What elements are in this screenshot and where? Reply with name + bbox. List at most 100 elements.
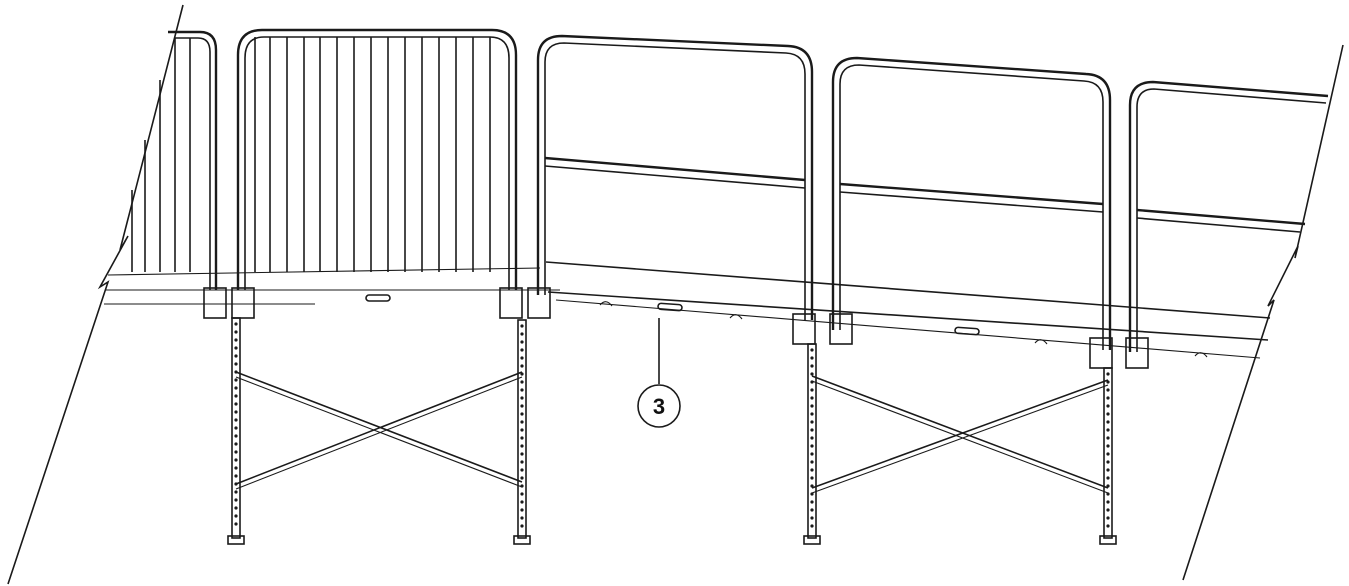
leg-hole [520, 388, 524, 392]
leg-hole [520, 332, 524, 336]
leg-hole [234, 338, 238, 342]
leg-hole [234, 354, 238, 358]
leg-hole [520, 404, 524, 408]
leg-hole [810, 396, 814, 400]
leg-hole [234, 514, 238, 518]
leg-hole [520, 476, 524, 480]
cross-brace-edge [811, 384, 1109, 494]
leg-hole [520, 492, 524, 496]
leg-hole [810, 436, 814, 440]
leg-hole [810, 500, 814, 504]
leg-hole [520, 524, 524, 528]
leg-hole [1106, 452, 1110, 456]
cross-brace [235, 371, 523, 483]
stage-deck [104, 261, 1271, 359]
leg-hole [520, 412, 524, 416]
leg-2 [517, 319, 527, 539]
leg-hole [520, 428, 524, 432]
leg-hole [1106, 428, 1110, 432]
leg-hole [520, 420, 524, 424]
leg-hole [1106, 468, 1110, 472]
stage-legs [227, 317, 1117, 545]
leg-hole [1106, 412, 1110, 416]
leg-hole [810, 428, 814, 432]
cross-brace-edge [235, 376, 523, 490]
leg-hole [520, 468, 524, 472]
leg-hole [810, 516, 814, 520]
leg-hole [234, 346, 238, 350]
leg-hole [234, 402, 238, 406]
guard-rail-panel-2 [831, 56, 1112, 350]
leg-hole [810, 468, 814, 472]
leg-hole [234, 394, 238, 398]
leg-hole [810, 460, 814, 464]
leg-hole [520, 444, 524, 448]
leg-hole [520, 380, 524, 384]
cross-brace [811, 375, 1109, 489]
leg-hole [810, 476, 814, 480]
picket-railing-panel [236, 28, 518, 290]
guard-rail-panel-3 [1128, 80, 1329, 352]
leg-hole [1106, 516, 1110, 520]
cross-brace [811, 379, 1109, 489]
leg-hole [520, 324, 524, 328]
leg-hole [1106, 524, 1110, 528]
leg-hole [234, 474, 238, 478]
leg-hole [1106, 476, 1110, 480]
leg-hole [234, 322, 238, 326]
leg-hole [234, 362, 238, 366]
leg-hole [234, 418, 238, 422]
leg-hole [1106, 436, 1110, 440]
cross-brace-edge [811, 380, 1109, 494]
leg-hole [520, 508, 524, 512]
cross-brace-edge [235, 376, 523, 488]
leg-hole [810, 444, 814, 448]
leg-hole [1106, 460, 1110, 464]
clamp-brackets [203, 287, 1149, 369]
leg-hole [520, 500, 524, 504]
callout-3: 3 [637, 318, 681, 428]
leg-hole [1106, 396, 1110, 400]
leg-hole [520, 516, 524, 520]
leg-hole [520, 452, 524, 456]
leg-hole [234, 426, 238, 430]
leg-hole [1106, 372, 1110, 376]
leg-hole [1106, 388, 1110, 392]
leg-1 [231, 317, 241, 539]
callout-label: 3 [653, 394, 665, 419]
leg-hole [810, 452, 814, 456]
right-break-line [1182, 44, 1344, 581]
leg-hole [520, 436, 524, 440]
leg-foot [1099, 535, 1117, 545]
leg-hole [810, 404, 814, 408]
leg-hole [234, 498, 238, 502]
leg-hole [810, 356, 814, 360]
guard-rail-panel-1 [536, 34, 814, 320]
leg-hole [810, 388, 814, 392]
leg-hole [234, 458, 238, 462]
cross-brace [235, 371, 523, 485]
leg-hole [234, 522, 238, 526]
leg-hole [234, 506, 238, 510]
leg-foot [513, 535, 531, 545]
leg-hole [810, 364, 814, 368]
leg-hole [234, 442, 238, 446]
leg-hole [810, 412, 814, 416]
leg-hole [520, 340, 524, 344]
leg-hole [234, 450, 238, 454]
leg-hole [810, 524, 814, 528]
picket-railing-left [131, 30, 218, 290]
leg-foot [227, 535, 245, 545]
leg-3 [807, 343, 817, 539]
leg-foot [803, 535, 821, 545]
leg-hole [520, 396, 524, 400]
leg-hole [520, 356, 524, 360]
leg-hole [1106, 404, 1110, 408]
leg-hole [234, 378, 238, 382]
leg-hole [1106, 420, 1110, 424]
leg-hole [1106, 500, 1110, 504]
leg-hole [234, 466, 238, 470]
leg-hole [234, 434, 238, 438]
leg-hole [810, 348, 814, 352]
